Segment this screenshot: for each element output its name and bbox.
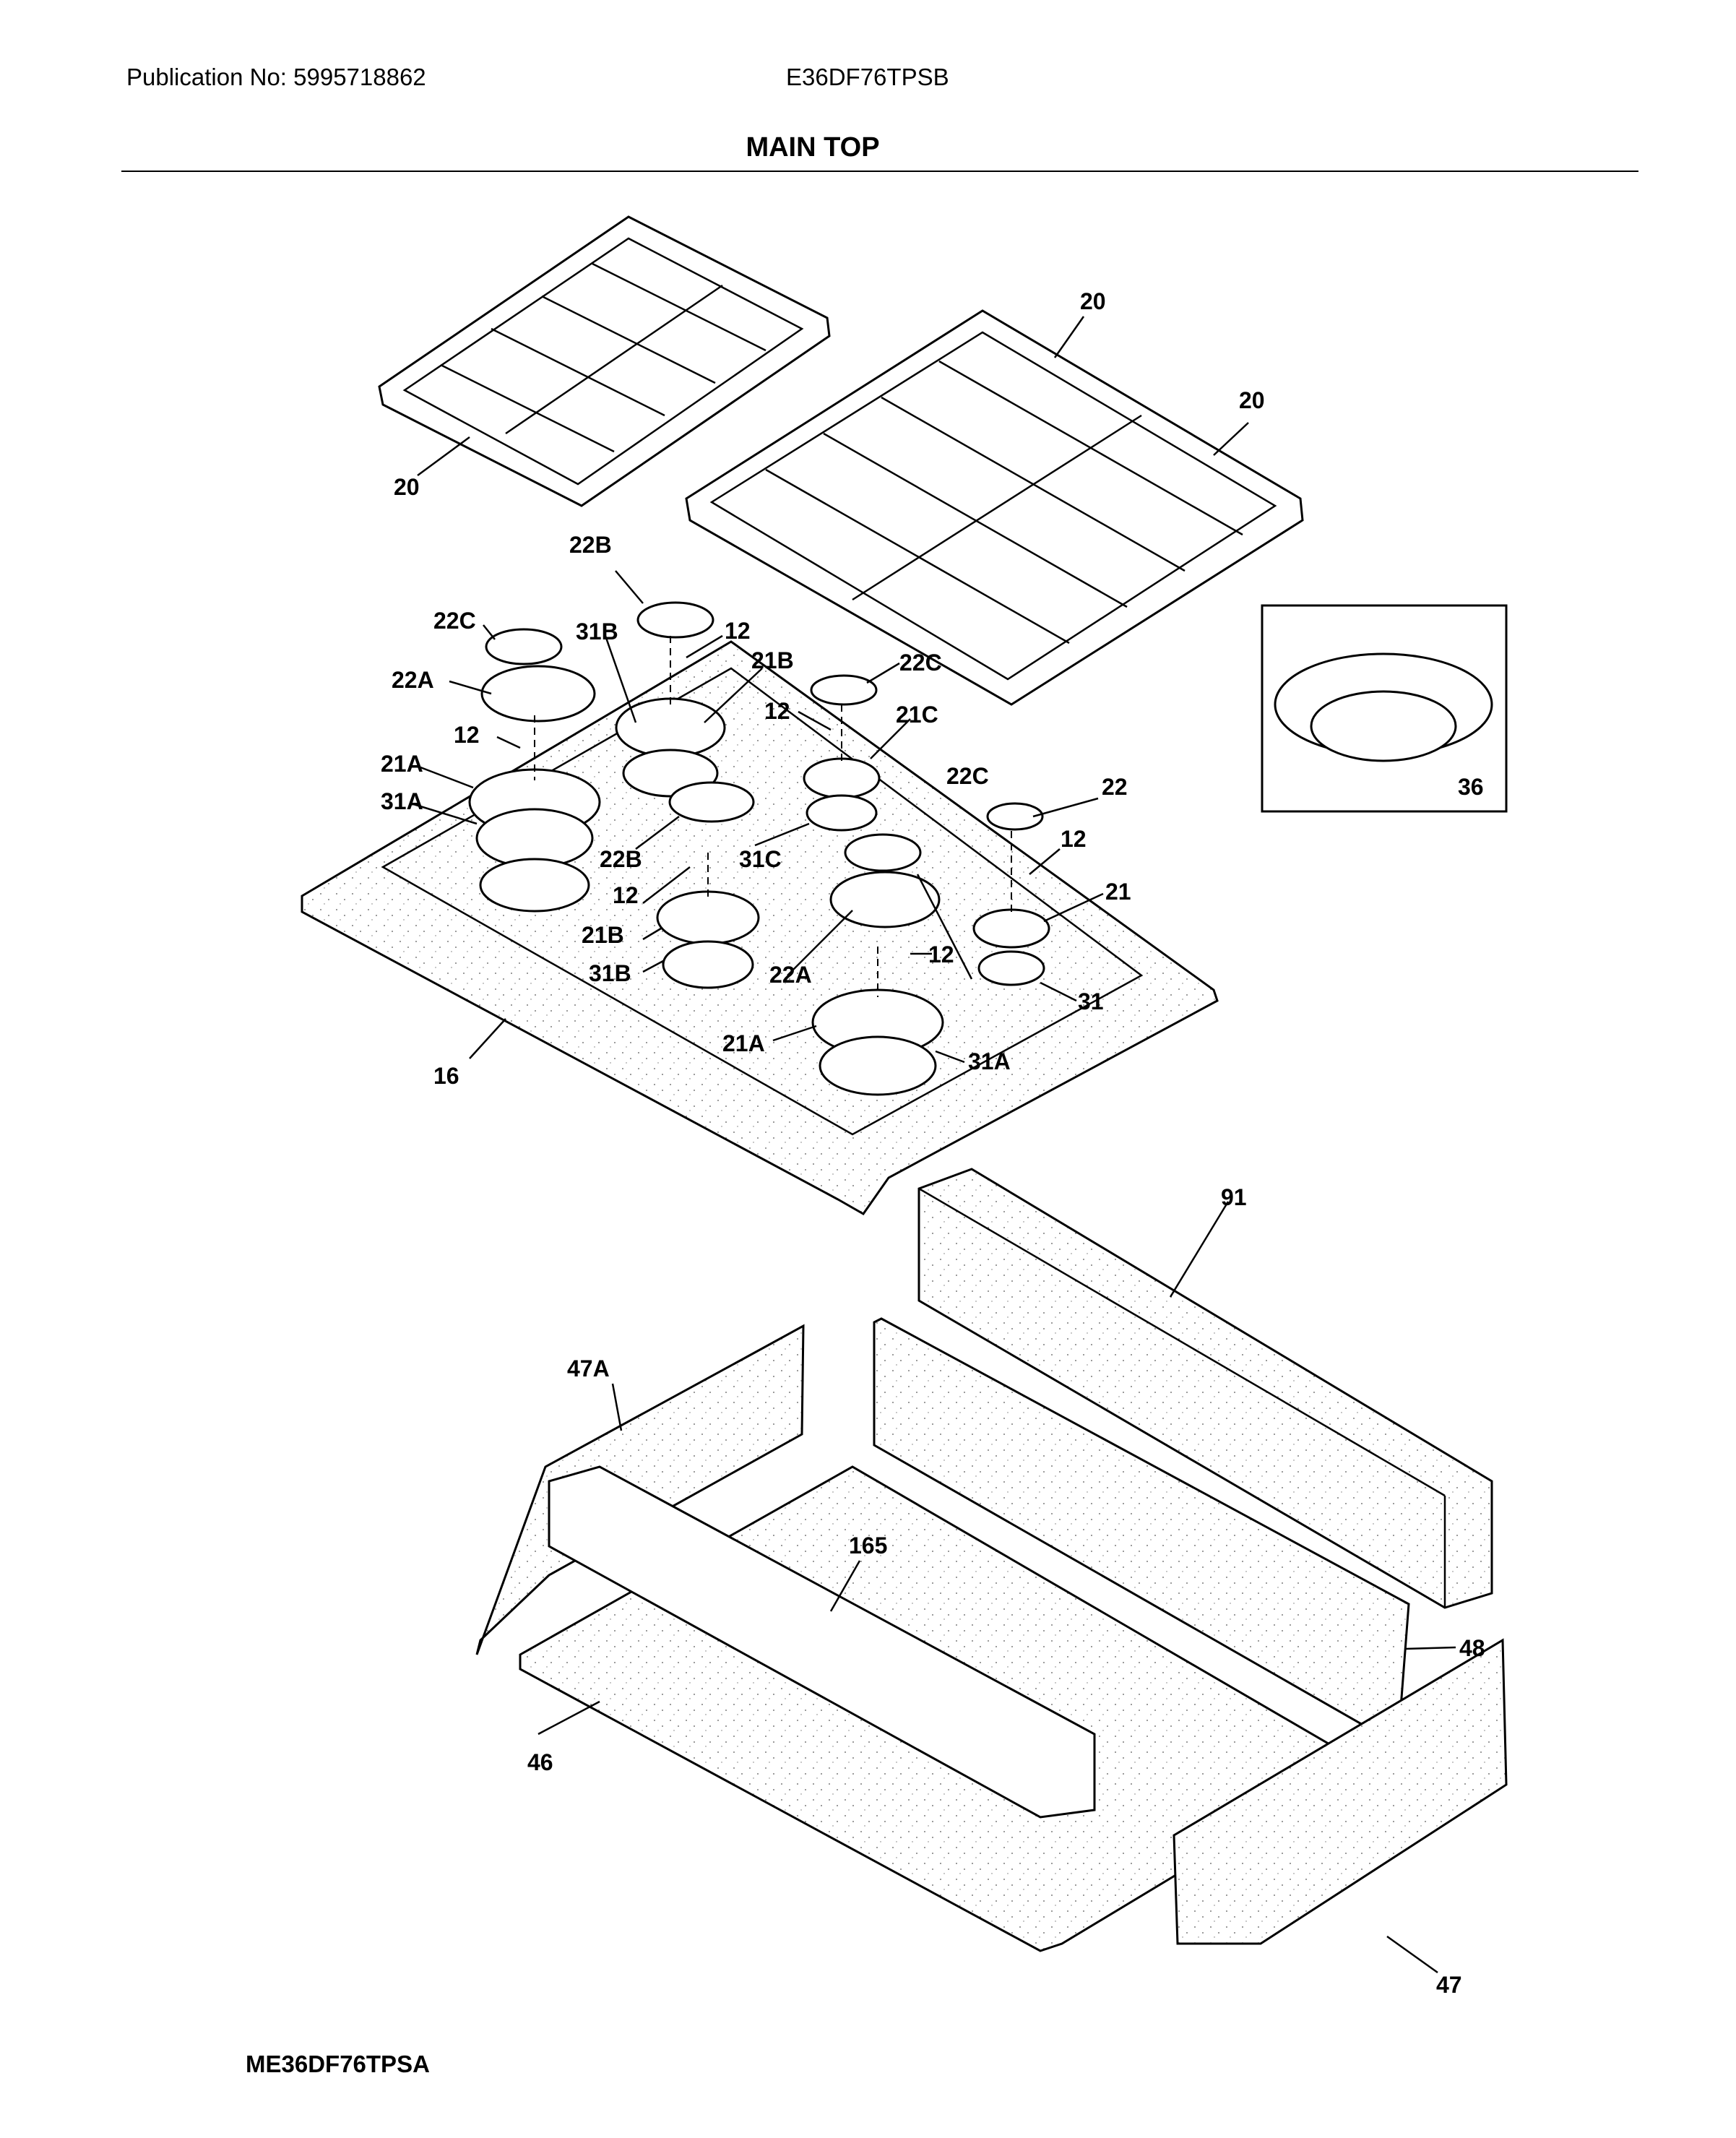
burner-22A-center <box>829 833 941 928</box>
burner-21C <box>803 674 881 832</box>
backguard-91 <box>917 1168 1493 1609</box>
callout-12-front: 12 <box>613 882 639 908</box>
callout-12-right: 12 <box>1061 826 1087 852</box>
callout-31A-front: 31A <box>968 1048 1011 1074</box>
callout-31A-left: 31A <box>381 788 423 814</box>
callout-22A-left: 22A <box>392 667 434 693</box>
callout-47: 47 <box>1436 1972 1462 1998</box>
callout-12-left: 12 <box>454 722 480 748</box>
callout-22: 22 <box>1102 774 1128 800</box>
grate-right <box>685 309 1304 706</box>
callout-22B-rear: 22B <box>569 532 612 558</box>
callout-21: 21 <box>1105 879 1131 905</box>
callout-22C-left: 22C <box>433 608 476 634</box>
drawing-code: ME36DF76TPSA <box>246 2051 430 2077</box>
main-top-panel <box>301 640 1219 1215</box>
callout-21B-rear: 21B <box>751 647 794 673</box>
title-divider <box>121 171 1638 172</box>
callout-21C: 21C <box>896 702 938 728</box>
front-channel-46 <box>548 1465 1096 1819</box>
burner-21B-front <box>656 853 760 989</box>
callout-22C-right: 22C <box>946 763 989 789</box>
callout-12-mid: 12 <box>764 698 790 724</box>
callout-12-rear: 12 <box>725 618 751 644</box>
leader-lines <box>410 316 1456 1974</box>
model-number: E36DF76TPSB <box>786 64 949 90</box>
detail-inset-36 <box>1261 604 1508 813</box>
burner-21A-left <box>468 768 601 913</box>
callout-36: 36 <box>1458 774 1484 800</box>
callout-20-rear: 20 <box>1080 288 1106 314</box>
callout-22A-center: 22A <box>769 962 812 988</box>
grate-left <box>378 215 831 507</box>
burner-21 <box>972 802 1050 986</box>
callout-31: 31 <box>1078 988 1104 1014</box>
callout-12-center: 12 <box>928 941 954 967</box>
callout-31B-front: 31B <box>589 960 631 986</box>
callout-31B-rear: 31B <box>576 618 618 645</box>
publication-number: Publication No: 5995718862 <box>126 64 426 90</box>
burner-21B-rear <box>615 601 755 823</box>
callout-22B-front: 22B <box>600 846 642 872</box>
callout-20-left: 20 <box>394 474 420 500</box>
callout-165: 165 <box>849 1533 887 1559</box>
callout-16: 16 <box>433 1063 459 1089</box>
callout-labels: 20 20 20 22B 22C 31B 12 21B 22A 22C 12 2… <box>381 288 1485 1998</box>
callout-21A-front: 21A <box>722 1030 765 1056</box>
callout-20-right: 20 <box>1239 387 1265 413</box>
burner-22A-left <box>480 628 596 780</box>
callout-31C: 31C <box>739 846 782 872</box>
callout-48: 48 <box>1459 1635 1485 1661</box>
burner-21A-front <box>811 947 944 1096</box>
rear-panel-48 <box>873 1317 1410 1747</box>
page-title: MAIN TOP <box>746 132 880 163</box>
callout-21B-front: 21B <box>582 922 624 948</box>
callout-46: 46 <box>527 1749 553 1775</box>
callout-22C-mid: 22C <box>899 650 942 676</box>
callout-47A: 47A <box>567 1355 610 1381</box>
callout-21A-left: 21A <box>381 751 423 777</box>
callout-91: 91 <box>1221 1184 1247 1210</box>
side-panel-47 <box>1173 1638 1508 1945</box>
